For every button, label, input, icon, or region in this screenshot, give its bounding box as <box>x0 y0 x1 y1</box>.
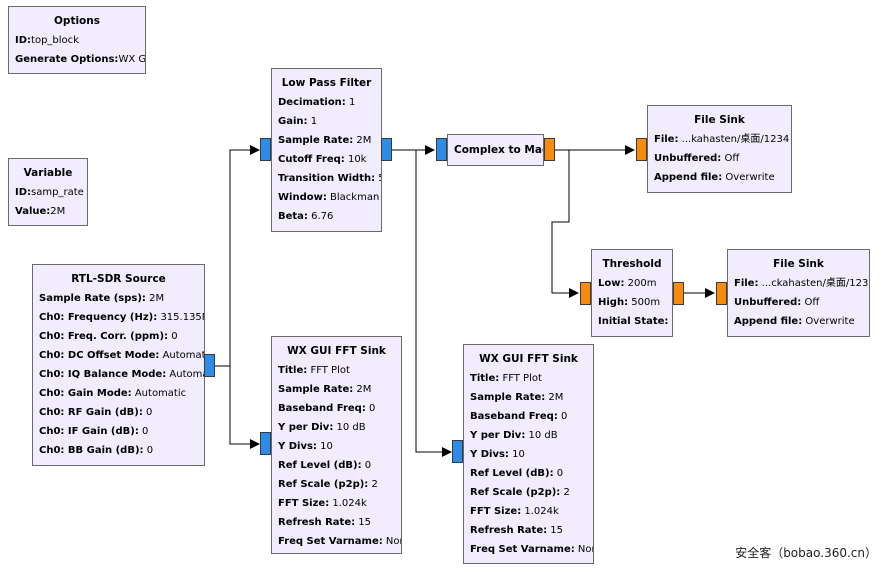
param-row: Refresh Rate: 15 <box>278 517 372 528</box>
param-row: Ref Scale (p2p): 2 <box>470 487 570 498</box>
param-row: Ref Level (dB): 0 <box>278 460 372 471</box>
param-row: Ref Level (dB): 0 <box>470 468 564 479</box>
block-rtl-sdr-source[interactable]: RTL-SDR Source Sample Rate (sps): 2M Ch0… <box>32 264 205 466</box>
param-row: Gain: 1 <box>278 116 318 127</box>
param-row: Ch0: IF Gain (dB): 0 <box>39 426 149 437</box>
wire-rtl-to-fft1 <box>215 365 260 449</box>
param-row: Baseband Freq: 0 <box>470 411 568 422</box>
block-title: WX GUI FFT Sink <box>479 353 578 365</box>
block-low-pass-filter[interactable]: Low Pass Filter Decimation: 1 Gain: 1 Sa… <box>271 68 382 232</box>
param-row: Sample Rate: 2M <box>470 392 564 403</box>
block-options[interactable]: Options ID:top_block Generate Options:WX… <box>8 6 146 74</box>
block-title: File Sink <box>773 258 824 270</box>
block-wx-gui-fft-sink-2[interactable]: WX GUI FFT Sink Title: FFT Plot Sample R… <box>463 344 594 564</box>
block-title: Low Pass Filter <box>281 77 372 89</box>
rtl-sdr-output-port[interactable] <box>204 354 215 377</box>
file-sink-2-input-port[interactable] <box>716 282 727 305</box>
param-row: Y Divs: 10 <box>470 449 525 460</box>
fft1-input-port[interactable] <box>260 432 271 455</box>
param-row: Sample Rate: 2M <box>278 135 372 146</box>
complex-to-mag-output-port[interactable] <box>544 138 555 161</box>
param-row: Ch0: DC Offset Mode: Automatic <box>39 350 204 361</box>
block-title: WX GUI FFT Sink <box>287 345 386 357</box>
param-row: Ch0: Freq. Corr. (ppm): 0 <box>39 331 178 342</box>
param-row: FFT Size: 1.024k <box>470 506 559 517</box>
wire-complexmag-to-threshold <box>551 149 579 298</box>
block-title: Options <box>54 15 100 27</box>
threshold-output-port[interactable] <box>673 282 684 305</box>
block-title: Complex to Mag <box>454 144 544 156</box>
param-row: Sample Rate (sps): 2M <box>39 293 165 304</box>
param-row: Cutoff Freq: 10k <box>278 154 367 165</box>
block-variable[interactable]: Variable ID:samp_rate Value:2M <box>8 158 88 226</box>
block-wx-gui-fft-sink-1[interactable]: WX GUI FFT Sink Title: FFT Plot Sample R… <box>271 336 402 554</box>
param-row: Freq Set Varname: None <box>470 544 593 555</box>
param-row: Ch0: BB Gain (dB): 0 <box>39 445 154 456</box>
param-row: Window: Blackman <box>278 192 380 203</box>
param-row: Initial State: 0 <box>598 316 672 327</box>
complex-to-mag-input-port[interactable] <box>436 138 447 161</box>
param-row: Generate Options:WX GUI <box>15 54 146 65</box>
param-row: Ch0: IQ Balance Mode: Automatic <box>39 369 204 380</box>
param-row: Y Divs: 10 <box>278 441 333 452</box>
param-row: Append file: Overwrite <box>734 316 855 327</box>
param-row: Y per Div: 10 dB <box>470 430 558 441</box>
block-file-sink-1[interactable]: File Sink File: ...kahasten/桌面/1234 Unbu… <box>647 105 792 193</box>
wire-rtl-to-lowpass <box>215 145 260 367</box>
watermark: 安全客（bobao.360.cn） <box>735 546 877 560</box>
file-sink-1-input-port[interactable] <box>636 138 647 161</box>
param-row: Title: FFT Plot <box>470 373 542 384</box>
param-row: Append file: Overwrite <box>654 172 775 183</box>
param-row: Unbuffered: Off <box>654 153 740 164</box>
fft2-input-port[interactable] <box>452 440 463 463</box>
param-row: High: 500m <box>598 297 661 308</box>
param-row: File: ...ckahasten/桌面/123 <box>734 278 869 289</box>
param-row: Low: 200m <box>598 278 657 289</box>
param-row: Baseband Freq: 0 <box>278 403 376 414</box>
param-row: Ref Scale (p2p): 2 <box>278 479 378 490</box>
block-file-sink-2[interactable]: File Sink File: ...ckahasten/桌面/123 Unbu… <box>727 249 870 337</box>
param-row: File: ...kahasten/桌面/1234 <box>654 134 790 145</box>
param-row: Ch0: Gain Mode: Automatic <box>39 388 187 399</box>
block-title: Threshold <box>602 258 662 270</box>
block-title: Variable <box>23 167 73 179</box>
param-row: Decimation: 1 <box>278 97 356 108</box>
param-row: Ch0: RF Gain (dB): 0 <box>39 407 153 418</box>
param-row: Title: FFT Plot <box>278 365 350 376</box>
param-row: Ch0: Frequency (Hz): 315.135M <box>39 312 204 323</box>
param-row: Freq Set Varname: None <box>278 536 401 547</box>
param-row: ID:top_block <box>15 35 79 46</box>
param-row: ID:samp_rate <box>15 187 84 198</box>
param-row: FFT Size: 1.024k <box>278 498 367 509</box>
block-threshold[interactable]: Threshold Low: 200m High: 500m Initial S… <box>591 249 673 337</box>
param-row: Y per Div: 10 dB <box>278 422 366 433</box>
block-title: RTL-SDR Source <box>71 273 166 285</box>
param-row: Refresh Rate: 15 <box>470 525 564 536</box>
param-row: Value:2M <box>15 206 66 217</box>
wire-lowpass-to-fft2 <box>392 149 452 457</box>
low-pass-output-port[interactable] <box>381 138 392 161</box>
threshold-input-port[interactable] <box>580 282 591 305</box>
param-row: Sample Rate: 2M <box>278 384 372 395</box>
param-row: Transition Width: 5k <box>278 173 381 184</box>
param-row: Beta: 6.76 <box>278 211 334 222</box>
block-title: File Sink <box>694 114 745 126</box>
block-complex-to-mag[interactable]: Complex to Mag <box>447 134 544 166</box>
param-row: Unbuffered: Off <box>734 297 820 308</box>
low-pass-input-port[interactable] <box>260 138 271 161</box>
